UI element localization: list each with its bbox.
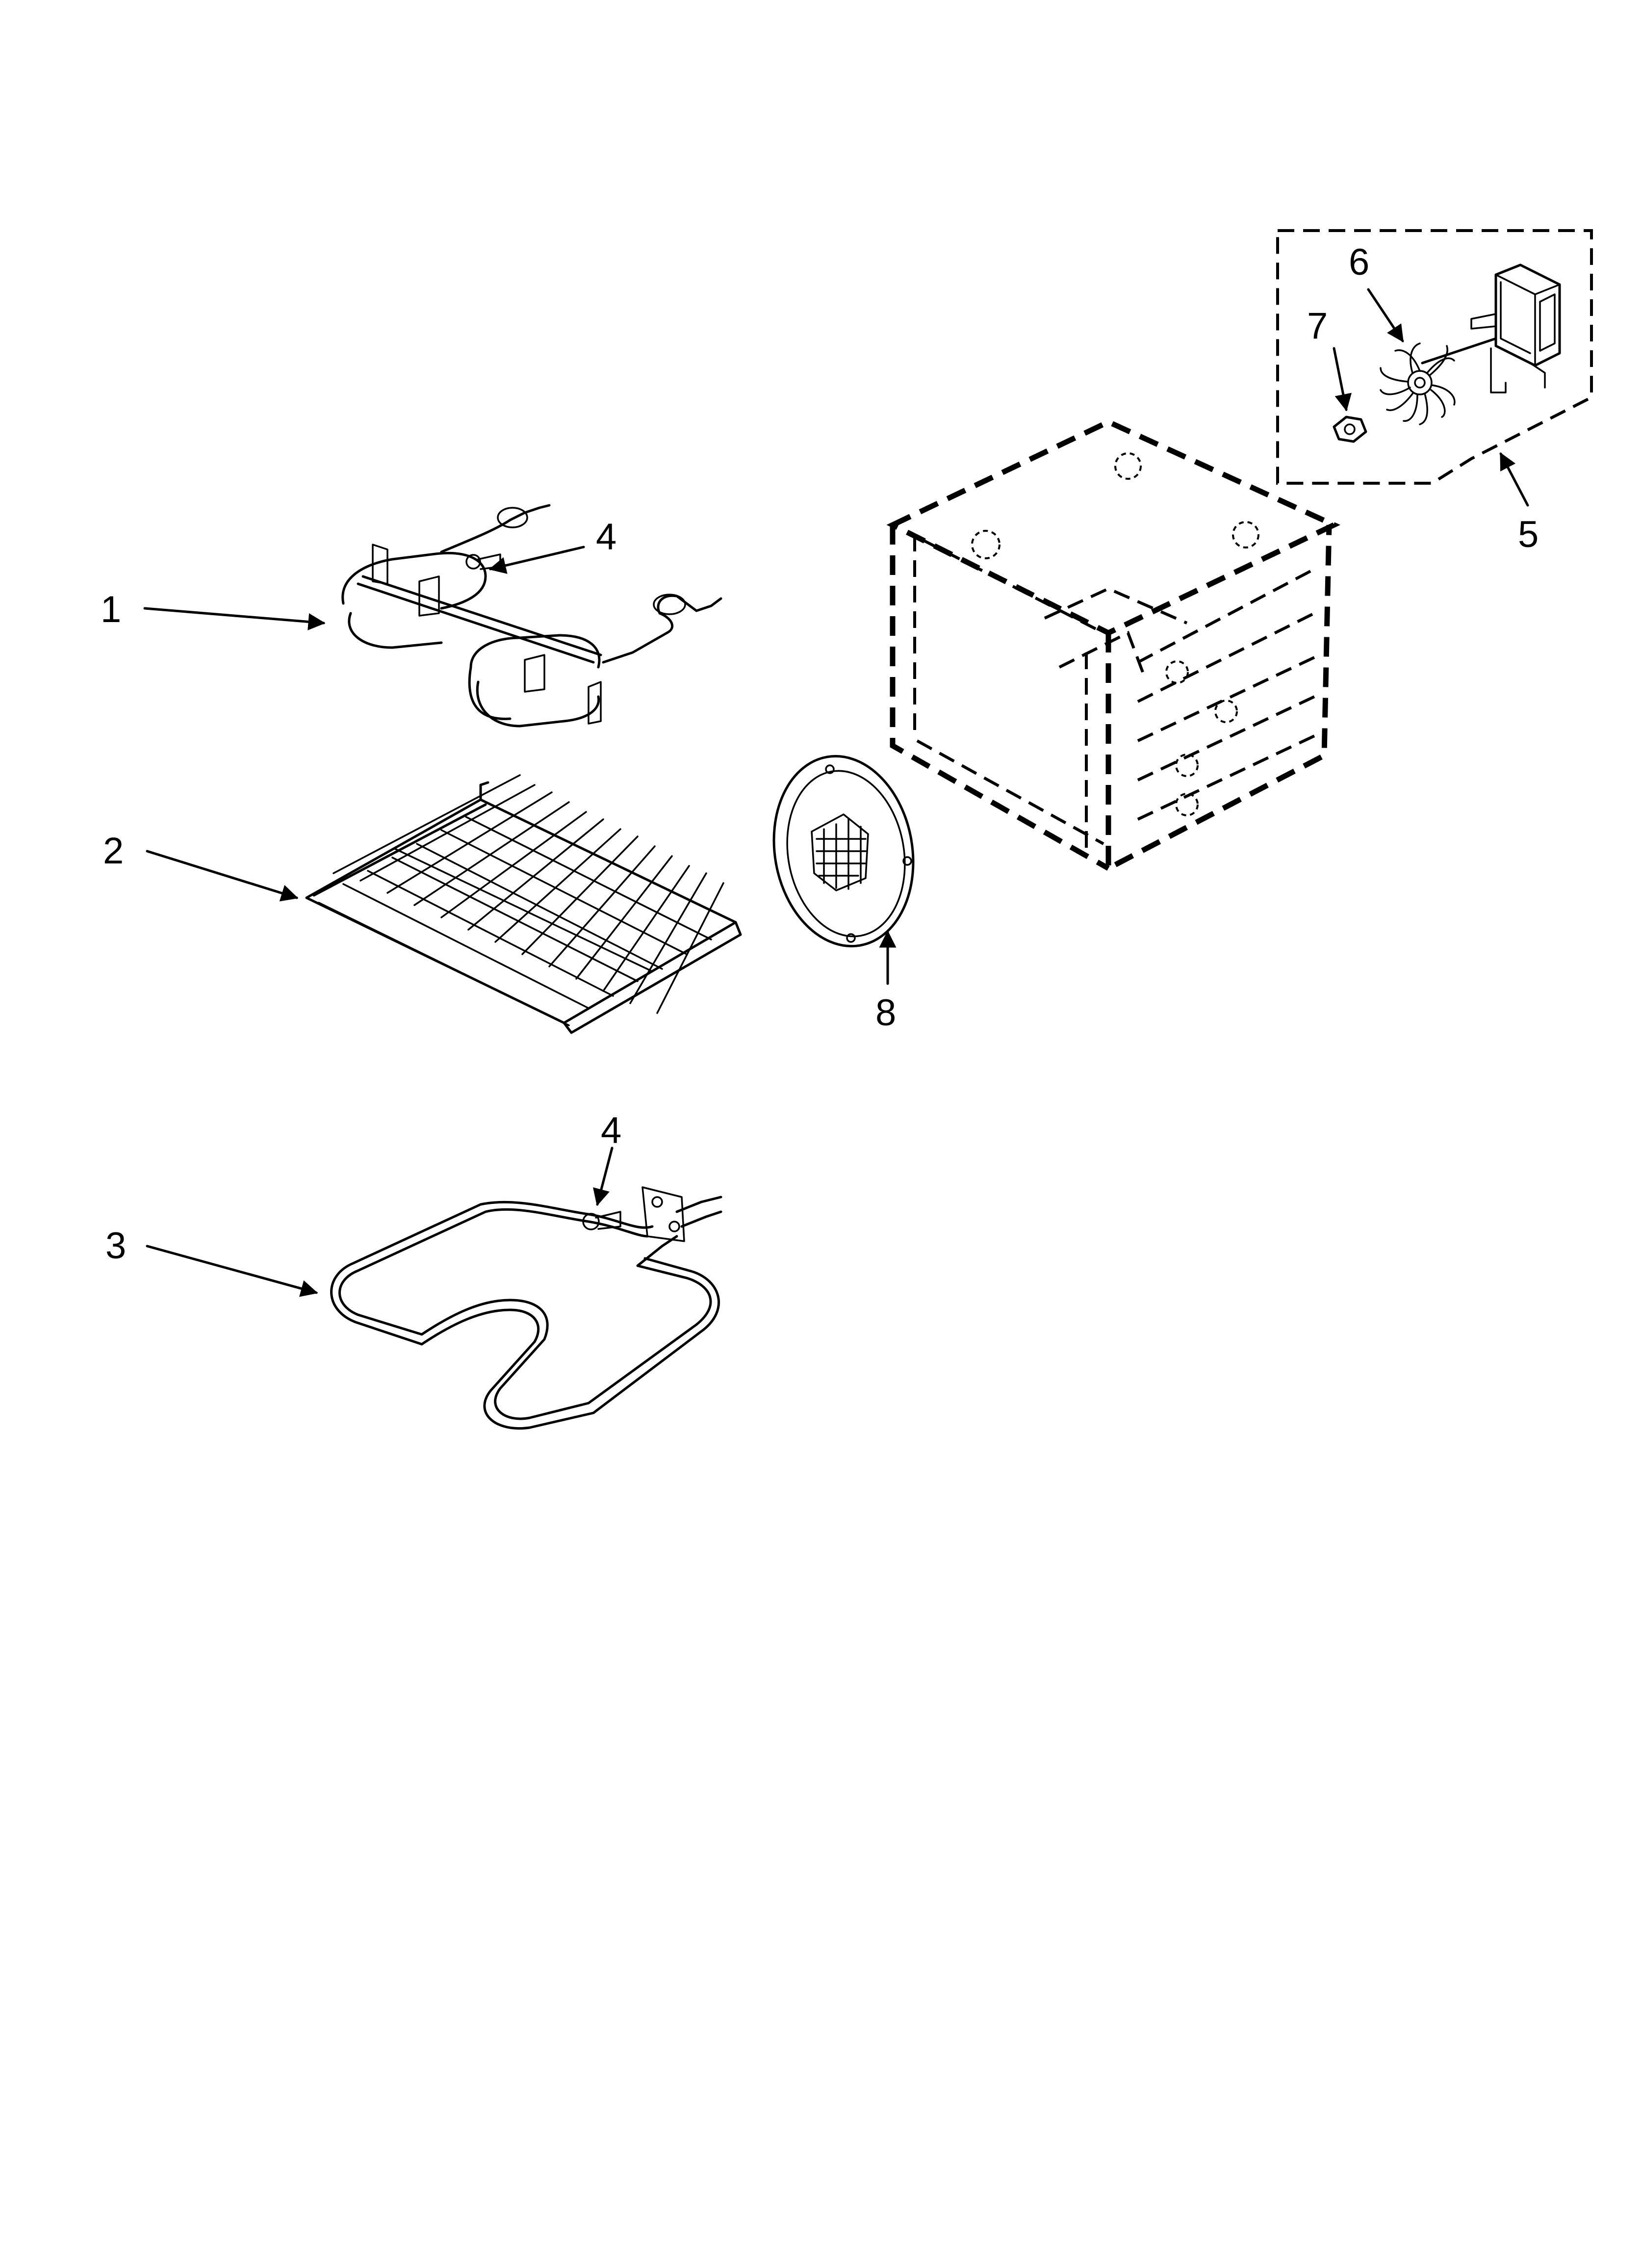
callout-7: 7 <box>1307 305 1328 347</box>
broil-element <box>341 504 722 728</box>
callout-1: 1 <box>101 589 121 630</box>
hex-nut <box>1333 416 1367 443</box>
bake-element <box>330 1186 722 1430</box>
callout-2: 2 <box>103 830 124 872</box>
callout-4-upper: 4 <box>596 516 616 558</box>
oven-rack <box>305 774 742 1034</box>
leader-lines <box>143 288 1529 1297</box>
callout-3: 3 <box>105 1225 126 1267</box>
oven-cavity <box>886 418 1340 873</box>
convection-fan-assembly <box>1276 229 1593 485</box>
fan-blade <box>1380 342 1456 425</box>
fan-cover-plate <box>772 755 915 948</box>
callout-6: 6 <box>1349 241 1369 283</box>
callout-4-lower: 4 <box>601 1110 621 1151</box>
callout-5: 5 <box>1518 514 1539 555</box>
callout-8: 8 <box>875 992 896 1034</box>
callout-labels: 1 2 3 4 4 5 6 7 8 <box>101 241 1539 1267</box>
